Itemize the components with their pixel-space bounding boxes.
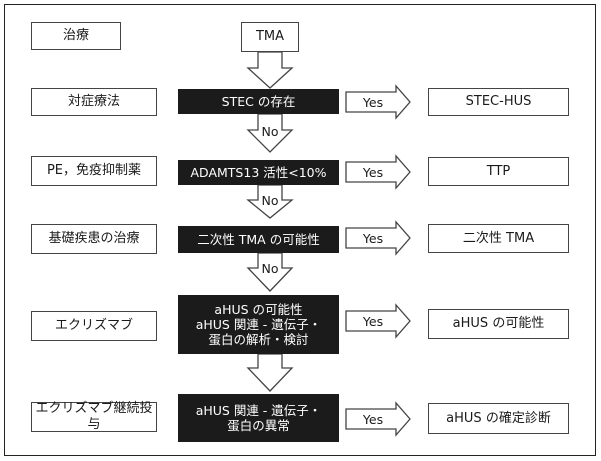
step-2-line-1: ADAMTS13 活性<10% [190, 165, 327, 180]
step-box-secondary-tma: 二次性 TMA の可能性 [178, 226, 339, 253]
step-box-ahus-abnormal: aHUS 関連 - 遺伝子・ 蛋白の異常 [178, 394, 339, 442]
yes-arrow-2 [345, 154, 411, 190]
result-box-secondary-tma: 二次性 TMA [428, 224, 569, 253]
yes-arrow-4 [345, 303, 411, 339]
step-5-line-2: 蛋白の異常 [227, 418, 290, 433]
left-box-underlying-disease: 基礎疾患の治療 [31, 224, 157, 254]
down-arrow-5 [246, 353, 294, 392]
step-4-line-2: aHUS 関連 - 遺伝子・ [195, 317, 322, 332]
result-box-stec-hus: STEC-HUS [428, 88, 569, 116]
down-arrow-4 [246, 252, 294, 292]
step-5-line-1: aHUS 関連 - 遺伝子・ [195, 403, 322, 418]
result-box-ahus-possible: aHUS の可能性 [428, 309, 569, 339]
step-3-line-1: 二次性 TMA の可能性 [197, 232, 320, 247]
start-box-tma: TMA [241, 22, 299, 52]
yes-arrow-3 [345, 220, 411, 256]
result-box-ahus-confirmed: aHUS の確定診断 [428, 403, 569, 434]
down-arrow-1 [246, 51, 294, 89]
step-box-adamts13: ADAMTS13 活性<10% [178, 160, 339, 185]
down-arrow-3 [246, 184, 294, 219]
diagram-frame [4, 4, 596, 456]
left-box-eculizumab-continue: エクリズマブ継続投与 [31, 401, 157, 432]
step-box-stec: STEC の存在 [178, 89, 339, 114]
left-box-treatment: 治療 [31, 22, 121, 50]
step-1-line-1: STEC の存在 [221, 94, 296, 109]
step-box-ahus-possible: aHUS の可能性 aHUS 関連 - 遺伝子・ 蛋白の解析・検討 [178, 295, 339, 354]
step-4-line-3: 蛋白の解析・検討 [208, 332, 309, 347]
step-4-line-1: aHUS の可能性 [214, 302, 303, 317]
result-box-ttp: TTP [428, 157, 569, 186]
left-box-pe-immunosuppressant: PE，免疫抑制薬 [31, 156, 157, 186]
left-box-symptomatic: 対症療法 [31, 88, 157, 116]
yes-arrow-5 [345, 401, 411, 437]
left-box-eculizumab: エクリズマブ [31, 311, 157, 341]
yes-arrow-1 [345, 84, 411, 120]
down-arrow-2 [246, 113, 294, 153]
